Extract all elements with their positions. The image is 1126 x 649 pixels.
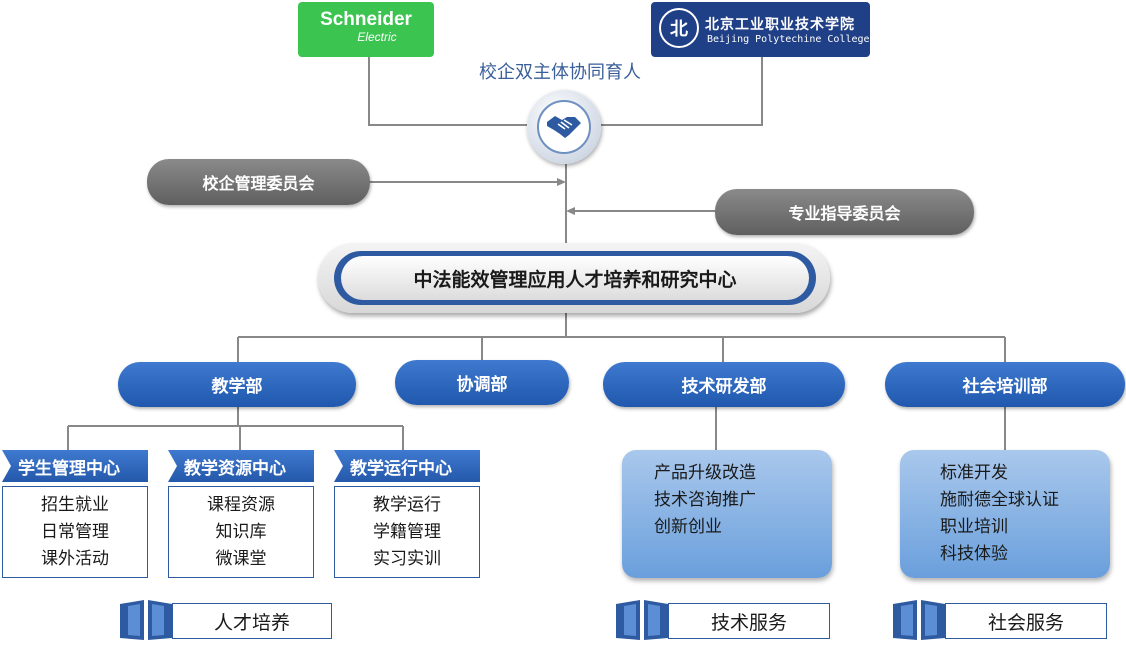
list-item: 日常管理 [41, 521, 109, 542]
sub-center-header: 学生管理中心 [2, 450, 148, 482]
sub-center-header: 教学运行中心 [334, 450, 480, 482]
sub-center-items: 招生就业 日常管理 课外活动 [2, 486, 148, 578]
guidance-committee: 专业指导委员会 [715, 189, 974, 235]
social-items-box: 标准开发 施耐德全球认证 职业培训 科技体验 [900, 450, 1110, 578]
college-name-en: Beijing Polytechine College [707, 34, 870, 45]
list-item: 学籍管理 [373, 521, 441, 542]
list-item: 科技体验 [940, 544, 1008, 564]
list-item: 实习实训 [373, 548, 441, 569]
list-item: 教学运行 [373, 494, 441, 515]
outcome-social-service: 社会服务 [945, 603, 1107, 639]
schneider-electric-logo: Schneider Electric [298, 2, 434, 57]
handshake-icon [537, 100, 591, 154]
sub-center-header: 教学资源中心 [168, 450, 314, 482]
list-item: 知识库 [215, 521, 267, 542]
list-item: 创新创业 [654, 517, 722, 537]
header-notch [168, 450, 177, 482]
management-committee: 校企管理委员会 [147, 159, 370, 205]
sub-center-items: 教学运行 学籍管理 实习实训 [334, 486, 480, 578]
list-item: 标准开发 [940, 463, 1008, 483]
sub-center-title: 教学运行中心 [350, 458, 452, 479]
schneider-logo-line2: Electric [357, 30, 397, 44]
sub-center-items: 课程资源 知识库 微课堂 [168, 486, 314, 578]
outcome-tech-service: 技术服务 [668, 603, 830, 639]
book-icon [118, 598, 174, 642]
list-item: 课程资源 [207, 494, 275, 515]
beijing-polytechnic-logo: 北 北京工业职业技术学院 Beijing Polytechine College [651, 2, 870, 57]
dept-teaching: 教学部 [118, 362, 356, 407]
list-item: 产品升级改造 [654, 463, 756, 483]
dept-social-training: 社会培训部 [885, 362, 1125, 407]
book-icon [614, 598, 670, 642]
outcome-talent: 人才培养 [172, 603, 332, 639]
schneider-logo-line1: Schneider [320, 9, 412, 30]
book-icon [891, 598, 947, 642]
sub-center-title: 学生管理中心 [18, 458, 120, 479]
header-notch [2, 450, 11, 482]
coop-title: 校企双主体协同育人 [479, 62, 641, 83]
list-item: 职业培训 [940, 517, 1008, 537]
center-title: 中法能效管理应用人才培养和研究中心 [341, 256, 809, 300]
list-item: 招生就业 [41, 494, 109, 515]
list-item: 微课堂 [215, 548, 267, 569]
dept-coordination: 协调部 [395, 360, 569, 405]
list-item: 施耐德全球认证 [940, 490, 1059, 510]
dept-tech-rd: 技术研发部 [603, 362, 845, 407]
tech-items-box: 产品升级改造 技术咨询推广 创新创业 [622, 450, 832, 578]
list-item: 技术咨询推广 [654, 490, 756, 510]
college-seal-icon: 北 [659, 8, 699, 48]
sub-center-title: 教学资源中心 [184, 458, 286, 479]
header-notch [334, 450, 343, 482]
list-item: 课外活动 [41, 548, 109, 569]
college-name-cn: 北京工业职业技术学院 [705, 17, 855, 33]
